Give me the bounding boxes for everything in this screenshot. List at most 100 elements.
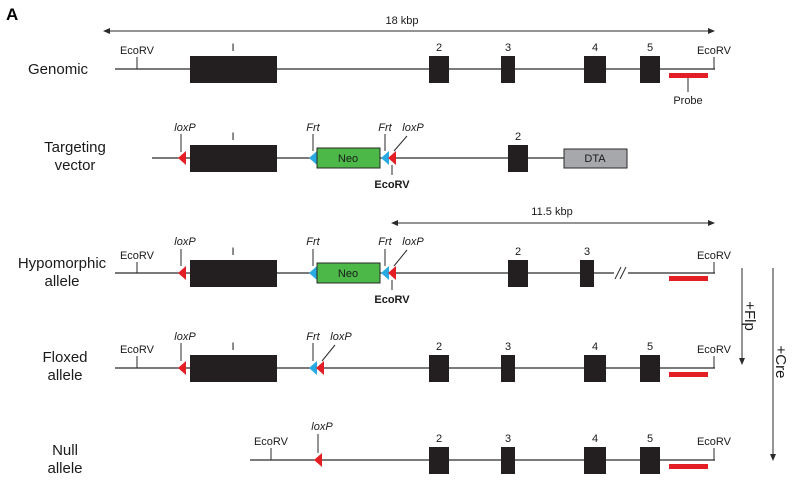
loxp-label: loxP	[174, 122, 196, 134]
probe-bar	[669, 276, 708, 281]
row-label-hypomorphic-1: Hypomorphic	[18, 255, 107, 272]
exon-2	[508, 260, 528, 287]
ecorv-label: EcoRV	[697, 436, 732, 448]
row-label-targeting-2: vector	[55, 157, 96, 174]
flp-arrow: +Flp	[739, 268, 758, 365]
exon-2	[429, 56, 449, 83]
exon-1	[190, 355, 277, 382]
double-slash-icon	[614, 266, 628, 280]
exon-5	[640, 355, 660, 382]
null-row: Null allele EcoRV loxP 2 3 4 5 EcoRV	[47, 421, 731, 477]
ecorv-label: EcoRV	[374, 179, 410, 191]
probe-bar	[669, 372, 708, 377]
exon-5-label: 5	[647, 433, 653, 445]
neo-cassette	[316, 262, 381, 284]
loxp-label: loxP	[330, 331, 352, 343]
frt-icon	[309, 266, 317, 280]
loxp-icon	[388, 151, 396, 165]
frt-label: Frt	[378, 236, 392, 248]
exon-4-label: 4	[592, 433, 598, 445]
neo-label: Neo	[338, 268, 358, 280]
ecorv-label: EcoRV	[120, 344, 155, 356]
row-label-null-1: Null	[52, 442, 78, 459]
scale-label-11-5kbp: 11.5 kbp	[531, 206, 572, 218]
exon-1-label: I	[231, 42, 234, 54]
loxp-label: loxP	[174, 331, 196, 343]
exon-1	[190, 56, 277, 83]
ecorv-label: EcoRV	[697, 344, 732, 356]
loxp-tick	[393, 135, 408, 152]
flp-label: +Flp	[741, 301, 758, 331]
exon-2-label: 2	[436, 433, 442, 445]
exon-3	[501, 447, 515, 474]
exon-3	[501, 355, 515, 382]
loxp-label: loxP	[402, 236, 424, 248]
loxp-icon	[178, 151, 186, 165]
frt-label: Frt	[306, 122, 320, 134]
row-label-floxed-1: Floxed	[42, 349, 87, 366]
loxp-tick	[393, 249, 408, 267]
frt-label: Frt	[306, 331, 320, 343]
loxp-icon	[316, 361, 324, 375]
frt-icon	[309, 151, 317, 165]
ecorv-label: EcoRV	[254, 436, 289, 448]
exon-1-label: I	[231, 341, 234, 353]
dta-cassette	[563, 148, 628, 169]
exon-1-label: I	[231, 131, 234, 143]
exon-2-label: 2	[515, 131, 521, 143]
row-label-targeting-1: Targeting	[44, 139, 106, 156]
loxp-icon	[178, 266, 186, 280]
loxp-icon	[388, 266, 396, 280]
loxp-label: loxP	[311, 421, 333, 433]
row-label-floxed-2: allele	[47, 367, 82, 384]
exon-2-label: 2	[515, 246, 521, 258]
genomic-row: 18 kbp Genomic EcoRV EcoRV I 2 3 4 5 Pro…	[28, 15, 732, 107]
ecorv-label: EcoRV	[697, 45, 732, 57]
frt-label: Frt	[306, 236, 320, 248]
exon-4-label: 4	[592, 341, 598, 353]
exon-5	[640, 447, 660, 474]
neo-cassette	[316, 147, 381, 169]
exon-2	[429, 355, 449, 382]
loxp-tick	[321, 344, 336, 362]
loxp-label: loxP	[174, 236, 196, 248]
cre-arrow: +Cre	[770, 268, 789, 461]
exon-4	[584, 56, 606, 83]
frt-icon	[381, 266, 389, 280]
exon-1-label: I	[231, 246, 234, 258]
loxp-icon	[178, 361, 186, 375]
exon-2-label: 2	[436, 42, 442, 54]
frt-icon	[381, 151, 389, 165]
frt-icon	[309, 361, 317, 375]
probe-bar	[669, 464, 708, 469]
probe-bar	[669, 73, 708, 78]
exon-1	[190, 260, 277, 287]
exon-5-label: 5	[647, 341, 653, 353]
ecorv-label: EcoRV	[697, 250, 732, 262]
exon-5-label: 5	[647, 42, 653, 54]
exon-3-label: 3	[505, 42, 511, 54]
ecorv-label: EcoRV	[374, 294, 410, 306]
exon-4	[584, 355, 606, 382]
exon-1	[190, 145, 277, 172]
scale-label-18kbp: 18 kbp	[385, 15, 418, 27]
exon-3-label: 3	[584, 246, 590, 258]
exon-2	[429, 447, 449, 474]
exon-3	[580, 260, 594, 287]
row-label-null-2: allele	[47, 460, 82, 477]
neo-label: Neo	[338, 153, 358, 165]
probe-label: Probe	[673, 95, 702, 107]
frt-label: Frt	[378, 122, 392, 134]
loxp-label: loxP	[402, 122, 424, 134]
row-label-genomic: Genomic	[28, 61, 89, 78]
exon-3-label: 3	[505, 433, 511, 445]
hypomorphic-row: 11.5 kbp Hypomorphic allele EcoRV loxP I…	[18, 206, 732, 306]
panel-letter: A	[6, 5, 18, 24]
dta-label: DTA	[584, 153, 606, 165]
row-label-hypomorphic-2: allele	[44, 273, 79, 290]
floxed-row: Floxed allele EcoRV loxP I Frt loxP 2 3 …	[42, 331, 731, 384]
exon-3	[501, 56, 515, 83]
cre-label: +Cre	[772, 346, 789, 379]
exon-4-label: 4	[592, 42, 598, 54]
